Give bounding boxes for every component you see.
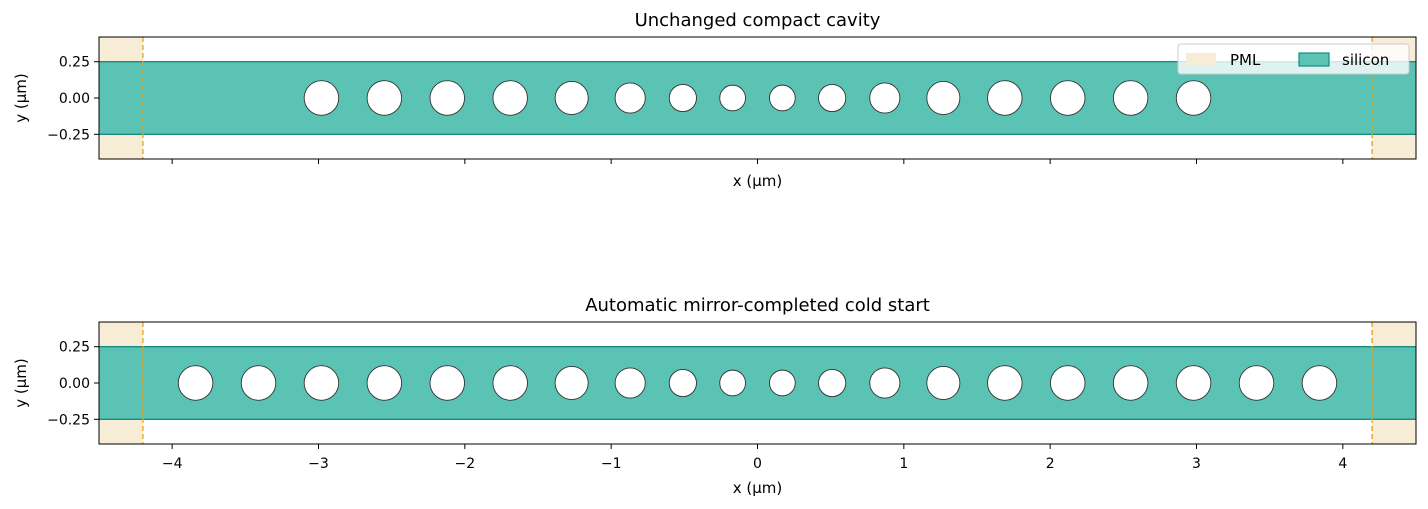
y-axis-label: y (μm) [12, 358, 30, 408]
silicon-waveguide [99, 346, 1416, 420]
legend-label-silicon: silicon [1342, 51, 1389, 69]
x-tick-label: 2 [1046, 456, 1055, 472]
legend-label-pml: PML [1230, 51, 1261, 69]
hole-marker [240, 365, 277, 401]
hole-marker [303, 365, 340, 401]
hole-marker [668, 368, 697, 398]
x-axis-label: x (μm) [733, 479, 783, 497]
hole-marker [366, 80, 403, 116]
hole-marker [1050, 80, 1086, 116]
legend-swatch-pml [1186, 53, 1216, 66]
hole-marker [429, 365, 465, 401]
x-tick-label: −4 [162, 456, 183, 472]
hole-marker [1112, 80, 1149, 116]
panel-2: −4 −3 −2 −1 0 1 2 3 4 0.25 0.00 −0.25 Automatic mirr… [12, 295, 1417, 497]
hole-marker [769, 369, 796, 397]
hole-marker [1175, 80, 1212, 116]
y-tick-label: 0.25 [59, 55, 90, 71]
legend-swatch-silicon [1298, 52, 1330, 67]
y-axis-label: y (μm) [12, 73, 30, 123]
x-tick-label: −1 [601, 456, 622, 472]
hole-marker [1238, 365, 1275, 401]
chart-title: Unchanged compact cavity [635, 10, 881, 31]
hole-marker [366, 365, 403, 401]
hole-marker [303, 80, 340, 116]
hole-marker [818, 83, 847, 113]
hole-marker [554, 366, 589, 400]
y-tick-label: 0.00 [59, 91, 90, 107]
hole-marker [987, 80, 1023, 116]
hole-marker [1050, 365, 1086, 401]
hole-marker [429, 80, 465, 116]
y-tick-label: 0.25 [59, 340, 90, 356]
hole-marker [926, 81, 961, 115]
x-tick-label: 1 [899, 456, 908, 472]
hole-marker [926, 366, 961, 400]
x-tick-label: −3 [308, 456, 329, 472]
y-tick-label: 0.00 [59, 376, 90, 392]
x-tick-label: 0 [753, 456, 762, 472]
x-axis-label: x (μm) [733, 172, 783, 190]
x-tick-label: 3 [1192, 456, 1201, 472]
y-tick-label: −0.25 [47, 127, 90, 143]
hole-marker [668, 83, 697, 113]
hole-marker [987, 365, 1023, 401]
chart-title: Automatic mirror-completed cold start [585, 295, 930, 316]
hole-marker [869, 367, 901, 399]
hole-marker [1301, 365, 1338, 401]
hole-marker [554, 81, 589, 115]
legend-box [1177, 43, 1410, 75]
hole-marker [719, 84, 746, 112]
plot-area [99, 322, 1416, 444]
hole-marker [177, 365, 214, 401]
hole-marker [818, 368, 847, 398]
hole-marker [769, 84, 796, 112]
hole-marker [492, 80, 528, 116]
hole-marker [1112, 365, 1149, 401]
hole-marker [1175, 365, 1212, 401]
legend: PML silicon [1177, 43, 1410, 75]
hole-marker [869, 82, 901, 114]
hole-marker [614, 82, 646, 114]
x-tick-label: 4 [1338, 456, 1347, 472]
x-tick-label: −2 [455, 456, 476, 472]
panel-1: 0.25 0.00 −0.25 Unchanged compact cavity x (… [12, 10, 1417, 190]
hole-marker [492, 365, 528, 401]
hole-marker [719, 369, 746, 397]
hole-marker [614, 367, 646, 399]
y-tick-label: −0.25 [47, 412, 90, 428]
